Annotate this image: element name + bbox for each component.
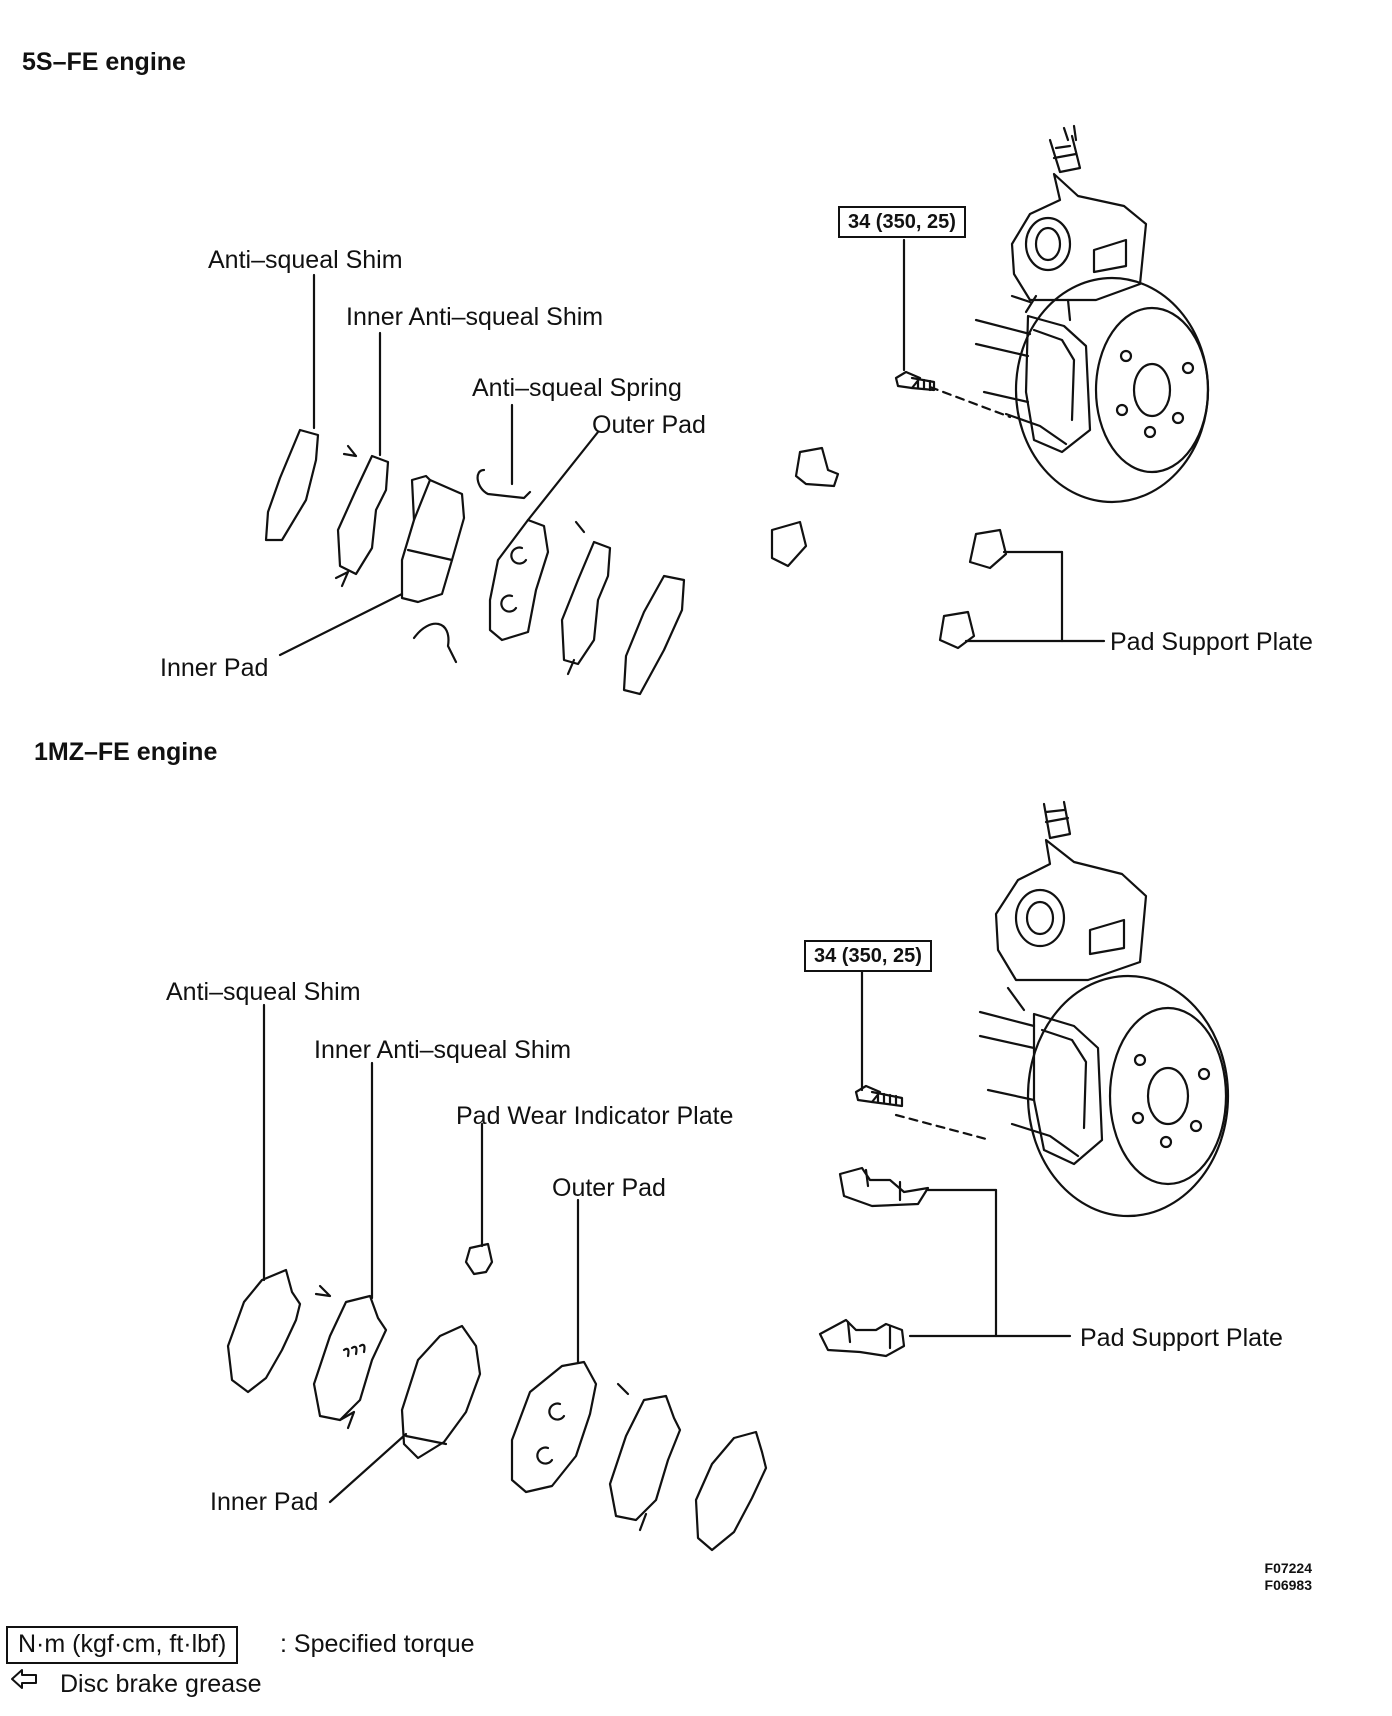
- section1-outer-anti-squeal-shim: [560, 540, 612, 666]
- figure-code-1: F07224: [1264, 1560, 1312, 1576]
- section2-label-inner-pad: Inner Pad: [210, 1488, 319, 1516]
- section1-inner-anti-squeal-shim: [336, 454, 390, 576]
- section2-outer-shim: [694, 1430, 768, 1552]
- section2-anti-squeal-shim: [226, 1268, 302, 1394]
- section2-label-pad-support-plate: Pad Support Plate: [1080, 1324, 1283, 1352]
- section2-bolt: [854, 1084, 904, 1108]
- section2-label-pad-wear-indicator-plate: Pad Wear Indicator Plate: [456, 1102, 734, 1130]
- section1-label-anti-squeal-shim: Anti–squeal Shim: [208, 246, 403, 274]
- section1-anti-squeal-shim: [264, 428, 320, 542]
- section2-label-anti-squeal-shim: Anti–squeal Shim: [166, 978, 361, 1006]
- section1-label-anti-squeal-spring: Anti–squeal Spring: [472, 374, 682, 402]
- section2-torque-box: 34 (350, 25): [804, 940, 932, 972]
- legend-torque-units-box: N·m (kgf·cm, ft·lbf): [6, 1626, 239, 1664]
- section1-label-inner-anti-squeal-shim: Inner Anti–squeal Shim: [346, 303, 604, 331]
- section1-title: 5S–FE engine: [22, 48, 186, 76]
- section2-caliper-assembly: [978, 800, 1230, 1218]
- section1-torque-box: 34 (350, 25): [838, 206, 966, 238]
- section1-pad-support-plate-c: [968, 528, 1008, 570]
- section1-parts: [264, 124, 1210, 696]
- section2-label-outer-pad: Outer Pad: [552, 1174, 666, 1202]
- section1-bolt: [894, 370, 936, 392]
- section2-inner-pad: [400, 1324, 482, 1460]
- section2-pad-wear-indicator-plate: [464, 1242, 494, 1276]
- section2-pad-support-plate-top: [838, 1166, 930, 1208]
- section2-parts: [226, 800, 1230, 1552]
- section1-label-outer-pad: Outer Pad: [592, 411, 706, 439]
- section1-pad-support-plate-a: [794, 446, 840, 488]
- legend-torque-desc: : Specified torque: [280, 1630, 475, 1658]
- section1-outer-shim: [622, 574, 686, 696]
- section1-anti-squeal-spring: [476, 468, 532, 500]
- section2-outer-pad: [510, 1360, 598, 1494]
- section1-label-inner-pad: Inner Pad: [160, 654, 269, 682]
- hollow-left-arrow-icon: [11, 1669, 37, 1689]
- section1-pad-support-plate-d: [938, 610, 976, 650]
- legend-grease-desc: Disc brake grease: [60, 1670, 262, 1698]
- section2-label-inner-anti-squeal-shim: Inner Anti–squeal Shim: [314, 1036, 572, 1064]
- section2-pad-support-plate-bottom: [818, 1318, 906, 1358]
- section2-inner-anti-squeal-shim: [312, 1294, 388, 1422]
- section2-title: 1MZ–FE engine: [34, 738, 218, 766]
- section1-pad-support-plate-b: [770, 520, 808, 568]
- section1-inner-pad: [400, 478, 466, 604]
- figure-codes: F07224 F06983: [1220, 1560, 1312, 1594]
- section1-outer-pad: [488, 518, 550, 642]
- figure-code-2: F06983: [1264, 1576, 1312, 1593]
- section1-caliper-assembly: [974, 124, 1210, 504]
- section2-outer-anti-squeal-shim: [608, 1394, 682, 1522]
- section1-label-pad-support-plate: Pad Support Plate: [1110, 628, 1313, 656]
